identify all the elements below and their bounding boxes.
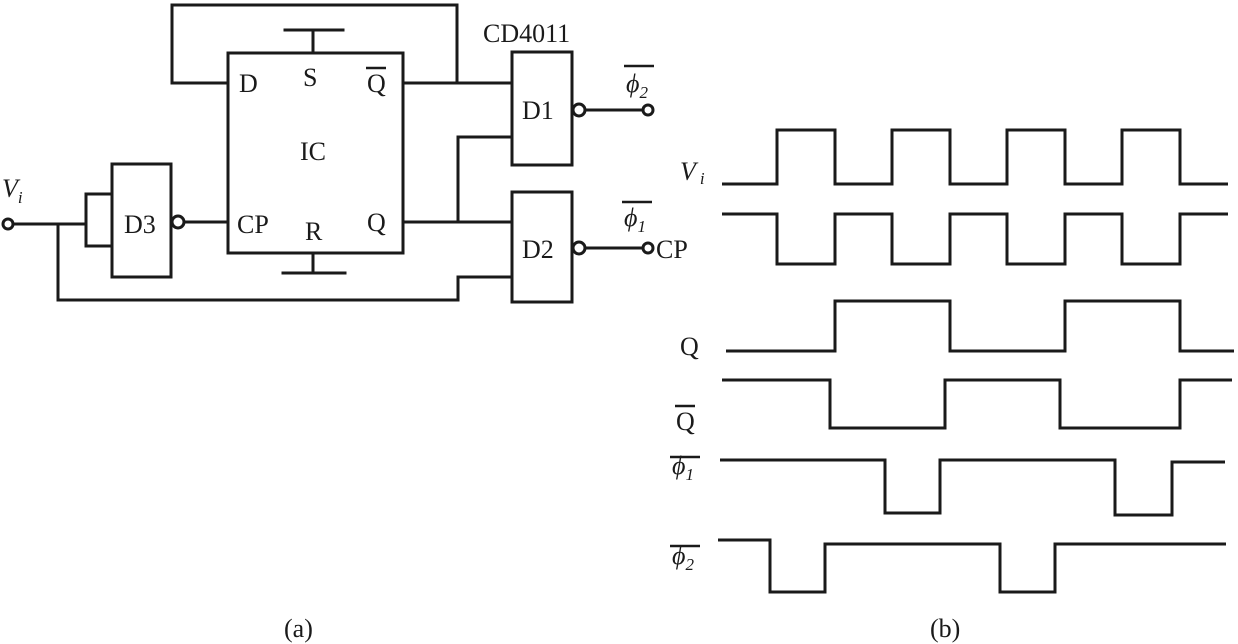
- ic-pin-s: S: [303, 63, 317, 92]
- ic-pin-cp: CP: [237, 210, 269, 239]
- wave-phi1: [720, 458, 1225, 517]
- ic-block: [226, 51, 405, 255]
- ic-name: IC: [300, 137, 326, 166]
- wave-label-qbar: Q: [676, 407, 695, 436]
- phi1-terminal: [641, 241, 655, 255]
- d2-label: D2: [522, 235, 554, 264]
- phi1-output-label: ϕ1: [624, 203, 646, 236]
- ic-pin-r: R: [305, 217, 323, 246]
- d3-bubble: [170, 214, 186, 230]
- chip-label: CD4011: [483, 19, 570, 48]
- d1-label: D1: [522, 96, 554, 125]
- cp-output-label: CP: [656, 235, 688, 264]
- feedback-wire: [170, 3, 459, 85]
- d3-label: D3: [124, 210, 156, 239]
- ic-pin-q: Q: [367, 208, 386, 237]
- caption-b: (b): [930, 614, 960, 643]
- d2-bubble: [571, 240, 587, 256]
- wave-cp: [722, 212, 1228, 266]
- d1-bubble: [571, 102, 587, 118]
- wave-vi: [722, 128, 1228, 186]
- wave-q: [726, 299, 1234, 353]
- ic-pin-d: D: [239, 69, 258, 98]
- d1-second-input: [456, 135, 514, 224]
- wave-label-phi1: ϕ1: [672, 451, 694, 484]
- d3-gate: [110, 162, 173, 279]
- vi-bypass-wire: [56, 222, 514, 302]
- circuit-diagram: CD4011 D S Q IC CP R Q D3 D1 D2 Vi ϕ2 ϕ1…: [1, 3, 688, 643]
- caption-a: (a): [284, 614, 313, 643]
- vi-label: Vi: [2, 174, 23, 207]
- phi2-output-label: ϕ2: [626, 69, 648, 102]
- wave-qbar: [722, 378, 1232, 430]
- wave-label-q: Q: [680, 332, 699, 361]
- wave-label-phi2: ϕ2: [672, 541, 694, 574]
- wave-phi2: [718, 538, 1226, 594]
- d3-input-short: [84, 192, 114, 248]
- d2-gate: [510, 190, 574, 304]
- phi2-terminal: [641, 103, 655, 117]
- ic-pin-qbar: Q: [367, 69, 386, 98]
